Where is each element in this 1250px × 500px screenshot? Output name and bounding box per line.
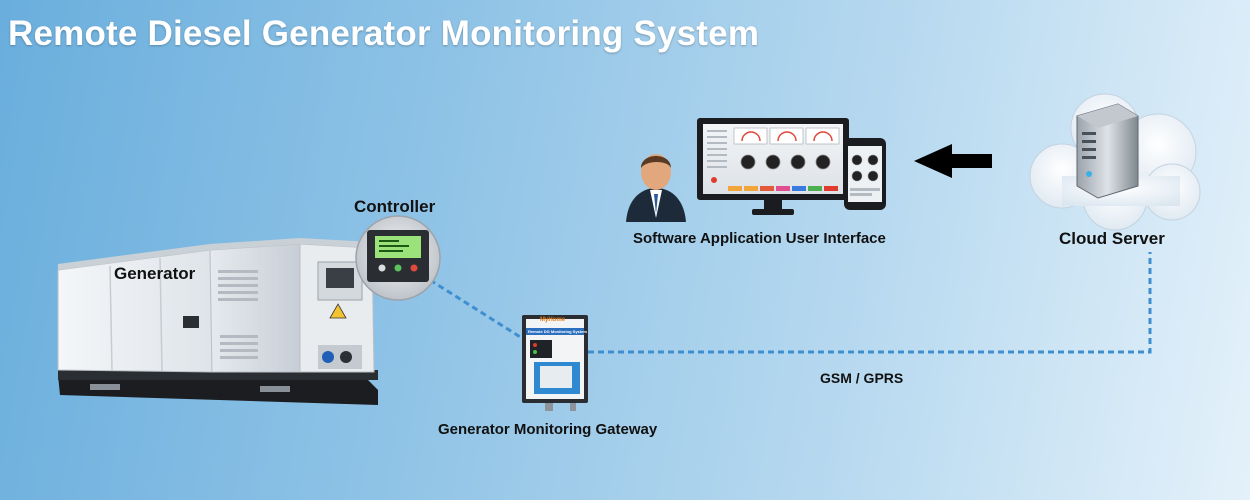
arrow-left-icon [914,144,992,178]
cloud-server-icon [1029,93,1201,231]
label-generator: Generator [114,264,196,283]
gateway-subtitle-text: Remote DG Monitoring System [528,329,587,334]
label-gateway: Generator Monitoring Gateway [438,421,658,438]
monitor-icon [697,118,849,215]
page-title: Remote Diesel Generator Monitoring Syste… [8,14,760,53]
phone-icon [844,138,886,210]
connector-controller-gateway [429,278,526,342]
controller-bubble [355,215,441,301]
label-software-ui: Software Application User Interface [633,230,886,247]
user-avatar-icon [626,154,686,222]
label-cloud-server: Cloud Server [1059,229,1165,248]
generator-illustration [57,238,378,405]
gateway-device [522,315,588,411]
label-controller: Controller [354,197,436,216]
connector-gateway-cloud [588,252,1152,354]
gateway-brand-text: MyHome [540,317,566,323]
label-link-type: GSM / GPRS [820,370,904,386]
